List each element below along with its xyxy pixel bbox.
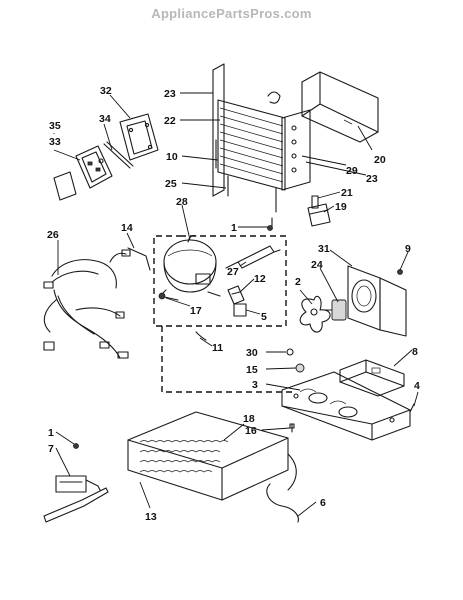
fan-blade [299, 295, 331, 333]
control-board [75, 145, 113, 189]
callout-15: 15 [246, 364, 258, 376]
fan-bracket [347, 265, 407, 337]
heater-bracket [43, 443, 109, 523]
callout-13: 13 [145, 511, 157, 523]
callout-3: 3 [252, 379, 258, 391]
callout-20: 20 [374, 154, 386, 166]
callout-10: 10 [166, 151, 178, 163]
filter-drier [225, 245, 281, 269]
callout-4: 4 [414, 380, 420, 392]
callout-14: 14 [121, 222, 133, 234]
callout-25: 25 [165, 178, 177, 190]
callout-16: 16 [245, 425, 257, 437]
base-plate [281, 371, 411, 441]
callout-34: 34 [99, 113, 111, 125]
callout-32: 32 [100, 85, 112, 97]
callout-18: 18 [243, 413, 255, 425]
callout-23-top: 23 [164, 88, 176, 100]
drain-pan [339, 359, 405, 397]
callout-12: 12 [254, 273, 266, 285]
overload-protector [233, 303, 247, 317]
rod-part [103, 143, 131, 169]
callout-9: 9 [405, 243, 411, 255]
callout-28: 28 [176, 196, 188, 208]
fan-motor [323, 299, 347, 321]
callout-21: 21 [341, 187, 353, 199]
condenser-shroud [301, 71, 379, 143]
callout-22: 22 [164, 115, 176, 127]
grommets-screws [195, 331, 415, 433]
callout-24: 24 [311, 259, 323, 271]
callout-1-top: 1 [231, 222, 237, 234]
callout-11: 11 [212, 342, 223, 354]
callout-31: 31 [318, 243, 330, 255]
callout-19: 19 [335, 201, 347, 213]
callout-8: 8 [412, 346, 418, 358]
board-cover [53, 171, 77, 201]
callout-2: 2 [295, 276, 301, 288]
callout-6: 6 [320, 497, 326, 509]
compressor-kit-box [153, 235, 287, 327]
leader-lines [53, 92, 419, 517]
callout-labels: 32 23 22 35 34 33 10 20 29 23 25 21 28 1… [47, 85, 420, 523]
callout-27: 27 [227, 266, 239, 278]
callout-29: 29 [346, 165, 358, 177]
compressor [158, 235, 221, 301]
callout-35: 35 [49, 120, 61, 132]
callout-17: 17 [190, 305, 202, 317]
evaporator [127, 411, 299, 523]
callout-23-right: 23 [366, 173, 378, 185]
watermark: AppliancePartsPros.com [151, 6, 312, 21]
callout-30: 30 [246, 347, 258, 359]
callout-5: 5 [261, 311, 267, 323]
callout-33: 33 [49, 136, 61, 148]
callout-26: 26 [47, 229, 59, 241]
control-housing [119, 113, 159, 161]
wire-part [127, 247, 151, 271]
condenser-assembly [212, 63, 311, 213]
callout-7: 7 [48, 443, 54, 455]
callout-1-bottom: 1 [48, 427, 54, 439]
start-relay [227, 285, 245, 305]
small-hardware [267, 195, 403, 275]
wire-harness [43, 249, 131, 359]
